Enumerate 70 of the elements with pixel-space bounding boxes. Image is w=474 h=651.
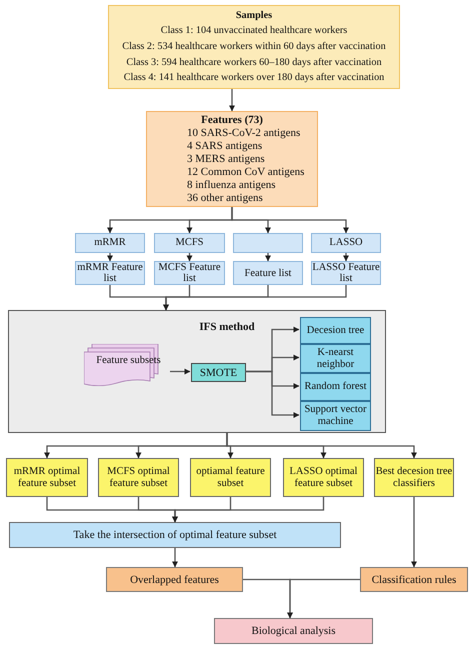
arrow <box>343 252 349 262</box>
result-box <box>283 458 364 497</box>
box-label: 4 SARS antigens <box>187 140 262 152</box>
box-label: LASSO <box>329 237 363 249</box>
method-box <box>75 233 145 253</box>
arrow <box>186 252 192 262</box>
process-box <box>146 111 318 207</box>
method-box <box>311 233 381 253</box>
box-label: 10 SARS-CoV-2 antigens <box>187 126 300 140</box>
box-label: Biological analysis <box>251 625 336 637</box>
classifier-box <box>300 373 371 401</box>
box-label: optiamal feature subset <box>195 466 266 490</box>
box-label: 8 influenza antigens <box>187 178 276 192</box>
method-box <box>154 233 225 253</box>
arrow <box>229 88 235 112</box>
result-box <box>374 458 454 497</box>
process-box <box>108 5 400 89</box>
method-panel <box>8 310 386 433</box>
arrow <box>411 496 417 568</box>
arrow <box>163 285 347 310</box>
box-label: Feature subsets <box>96 355 161 367</box>
box-heading: Samples <box>236 10 272 22</box>
result-box <box>360 567 468 592</box>
box-label: LASSO Feature list <box>312 262 380 284</box>
list-box <box>233 261 303 285</box>
box-label: Class 4: 141 healthcare workers over 180 days after vaccination <box>124 72 384 84</box>
box-label: Classification rules <box>372 574 456 586</box>
arrow <box>172 497 324 522</box>
arrow <box>245 370 300 418</box>
arrow <box>226 433 417 458</box>
arrow <box>287 578 360 618</box>
box-label: Overlapped features <box>130 574 219 586</box>
box-label: Take the intersection of optimal feature subset <box>73 529 277 541</box>
box-label: Best decesion tree classifiers <box>375 466 453 490</box>
arrow <box>231 207 349 234</box>
box-label: mRMR Feature list <box>76 262 144 284</box>
method-box <box>233 233 303 253</box>
classifier-box <box>300 344 371 373</box>
box-heading: IFS method <box>199 321 255 333</box>
result-box <box>6 458 88 497</box>
box-label: 36 other antigens <box>187 192 263 204</box>
box-label: LASSO optimal feature subset <box>288 466 358 490</box>
process-box <box>214 618 373 644</box>
arrow <box>170 368 190 374</box>
box-label: Support vector machine <box>303 404 368 428</box>
arrow <box>107 252 113 262</box>
classifier-box <box>300 317 371 344</box>
box-label: MCFS <box>175 237 204 249</box>
process-box <box>191 363 246 382</box>
arrow <box>265 252 271 262</box>
process-box <box>9 522 341 548</box>
box-label: Decesion tree <box>306 324 364 336</box>
box-label: Feature list <box>244 268 292 278</box>
box-label: Random forest <box>304 381 367 393</box>
result-box <box>98 458 179 497</box>
box-label: Class 3: 594 healthcare workers 60–180 days after vaccination <box>126 56 382 69</box>
result-box <box>190 458 271 497</box>
box-label: Class 2: 534 healthcare workers within 60 days after vaccination <box>122 40 386 53</box>
arrow <box>172 547 178 568</box>
box-label: 3 MERS antigens <box>187 152 265 166</box>
box-label: Class 1: 104 unvaccinated healthcare workers <box>160 25 348 38</box>
box-label: mRMR <box>94 237 126 249</box>
box-label: K-nearst neighbor <box>316 346 356 370</box>
box-label: mRMR optimal feature subset <box>12 466 82 490</box>
box-heading: Features (73) <box>201 114 263 126</box>
box-label: MCFS Feature list <box>157 262 222 284</box>
box-label: SMOTE <box>200 366 238 378</box>
box-label: MCFS optimal feature subset <box>106 466 171 490</box>
box-label: 12 Common CoV antigens <box>187 166 304 178</box>
result-box <box>106 567 243 592</box>
